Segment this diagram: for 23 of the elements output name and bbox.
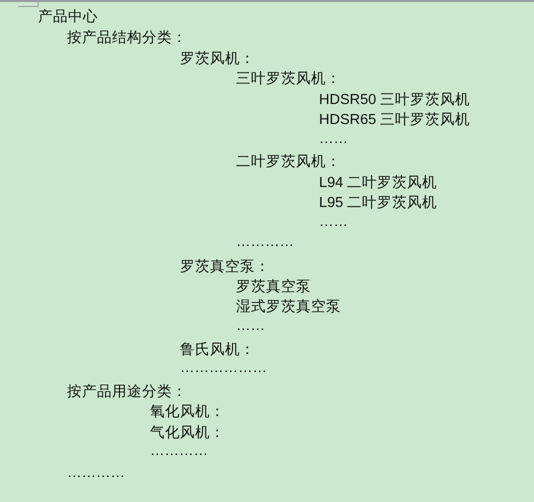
outline-item: 按产品结构分类： — [67, 29, 187, 47]
outline-item: 二叶罗茨风机： — [236, 153, 341, 171]
outline-item: L95 二叶罗茨风机 — [319, 194, 438, 212]
outline-item: ………… — [67, 464, 125, 482]
outline-item: 鲁氏风机： — [180, 341, 255, 359]
outline-item: 罗茨真空泵： — [180, 258, 270, 276]
outline-item: HDSR65 三叶罗茨风机 — [319, 111, 470, 129]
outline-item: 氧化风机： — [150, 403, 225, 421]
outline-item: HDSR50 三叶罗茨风机 — [319, 91, 470, 109]
outline-item: 三叶罗茨风机： — [236, 70, 341, 88]
outline-item: 罗茨风机： — [180, 50, 255, 68]
outline-item: 产品中心 — [38, 8, 98, 26]
outline-item: ……………… — [180, 359, 267, 377]
outline-item: L94 二叶罗茨风机 — [319, 174, 438, 192]
outline-item: …… — [319, 130, 348, 148]
outline-item: …… — [319, 213, 348, 231]
outline-item: ………… — [236, 233, 294, 251]
outline-item: 罗茨真空泵 — [236, 278, 311, 296]
outline-item: 按产品用途分类： — [67, 383, 187, 401]
outline-item: …… — [236, 317, 265, 335]
outline-item: 气化风机： — [150, 424, 225, 442]
outline-item: 湿式罗茨真空泵 — [236, 298, 341, 316]
outline-item: ………… — [150, 442, 208, 460]
